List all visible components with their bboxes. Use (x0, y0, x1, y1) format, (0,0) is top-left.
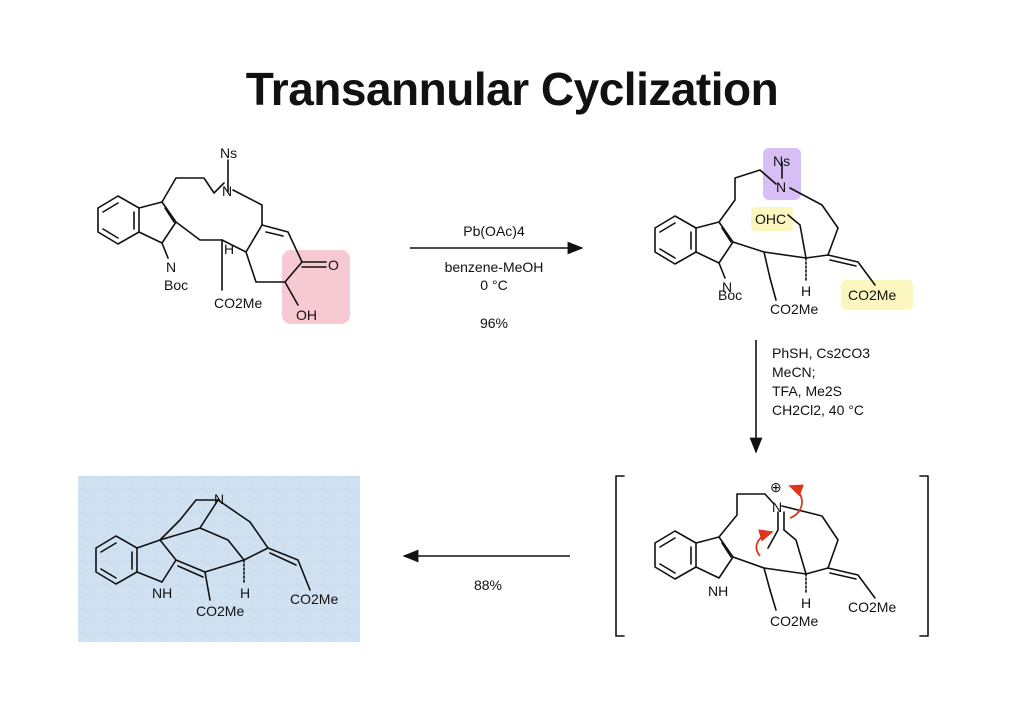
step2-line2: MeCN; (772, 364, 816, 380)
product-structure (95, 499, 311, 601)
int1-vinyl-ester-label: CO2Me (848, 287, 896, 303)
step1-temperature: 0 °C (480, 277, 507, 293)
int1-lower-ester-label: CO2Me (770, 301, 818, 317)
aldehyde-intermediate-structure (654, 161, 876, 301)
int1-aldehyde-label: OHC (755, 211, 786, 227)
sm-indole-n-label: N (166, 259, 176, 275)
sm-amine-label: N (222, 183, 232, 199)
step1-yield: 96% (480, 315, 508, 331)
iminium-intermediate-structure (615, 475, 929, 637)
prod-h-label: H (240, 585, 250, 601)
starting-material-structure (97, 159, 327, 306)
sm-hydroxyl-label: OH (296, 307, 317, 323)
step2-line3: TFA, Me2S (772, 383, 842, 399)
step3-yield: 88% (474, 577, 502, 593)
curved-arrow-upper (788, 484, 805, 519)
int1-ns-label: Ns (773, 153, 790, 169)
yellow-highlight-ohc (751, 207, 793, 231)
int1-boc-label: Boc (718, 287, 742, 303)
prod-vinyl-ester-label: CO2Me (290, 591, 338, 607)
step1-solvent: benzene-MeOH (445, 259, 544, 275)
prod-lower-ester-label: CO2Me (196, 603, 244, 619)
product-background-box (78, 476, 360, 642)
prod-amine-label: N (214, 491, 224, 507)
int1-indole-n-label: N (722, 279, 732, 295)
yellow-highlight-ester (841, 280, 913, 310)
step2-line4: CH2Cl2, 40 °C (772, 402, 864, 418)
int2-charge-label: ⊕ (770, 479, 782, 495)
sm-carbonyl-o-label: O (328, 257, 339, 273)
pink-highlight-box (282, 250, 350, 324)
int1-amine-label: N (776, 179, 786, 195)
slide-title: Transannular Cyclization (245, 63, 779, 115)
step2-line1: PhSH, Cs2CO3 (772, 345, 870, 361)
curved-arrow-lower (755, 529, 774, 557)
int2-indole-nh-label: NH (708, 583, 728, 599)
int2-iminium-n-label: N (772, 499, 782, 515)
int2-lower-ester-label: CO2Me (770, 613, 818, 629)
sm-ns-label: Ns (220, 145, 237, 161)
int2-vinyl-ester-label: CO2Me (848, 599, 896, 615)
sm-h-label: H (224, 241, 234, 257)
int1-h-label: H (801, 283, 811, 299)
prod-indole-nh-label: NH (152, 585, 172, 601)
step1-reagent: Pb(OAc)4 (463, 223, 525, 239)
sm-ester-label: CO2Me (214, 295, 262, 311)
int2-h-label: H (801, 595, 811, 611)
sm-boc-label: Boc (164, 277, 188, 293)
